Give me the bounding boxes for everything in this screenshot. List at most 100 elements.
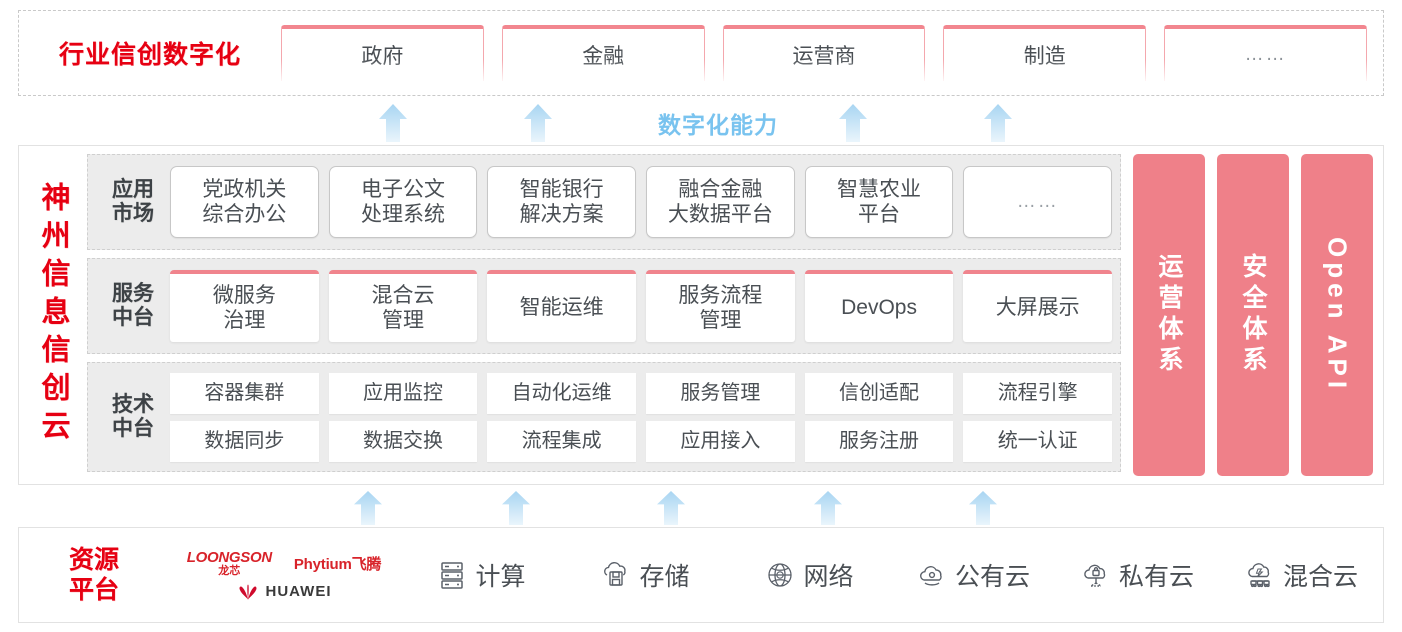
row-application-market: 应用 市场 党政机关 综合办公 电子公文 (87, 154, 1121, 250)
tech-card-container-cluster[interactable]: 容器集群 (170, 372, 319, 414)
platform-row-list: 应用 市场 党政机关 综合办公 电子公文 (87, 154, 1121, 476)
card-line1: 党政机关 (202, 177, 287, 201)
row-label-technical-platform: 技术 中台 (96, 393, 170, 442)
pillar-operations-system[interactable]: 运营体系 (1133, 154, 1205, 476)
resource-item-storage[interactable]: 存储 (563, 557, 727, 593)
resource-item-hybrid-cloud[interactable]: 混合云 (1219, 557, 1383, 593)
app-card-more[interactable]: …… (963, 166, 1113, 238)
huawei-flower-icon (237, 584, 259, 600)
card-line2: 解决方案 (519, 203, 604, 226)
service-card-bigscreen-display[interactable]: 大屏展示 (963, 270, 1113, 342)
resource-item-private-cloud[interactable]: 私有云 (1055, 557, 1219, 593)
card-line1: 智能银行 (519, 177, 604, 201)
industry-card-label: 运营商 (792, 45, 856, 68)
resource-platform-container: 资源 平台 LOONGSON 龙芯 Phytium飞腾 (18, 527, 1384, 623)
card-line2: 平台 (858, 203, 901, 226)
service-card-hybrid-cloud-mgmt[interactable]: 混合云 管理 (328, 270, 478, 342)
resource-item-label: 存储 (639, 563, 690, 591)
tech-card-service-management[interactable]: 服务管理 (646, 372, 795, 414)
up-arrow-icon (518, 104, 558, 142)
loongson-logo: LOONGSON 龙芯 (187, 550, 272, 577)
industry-card-manufacturing[interactable]: 制造 (943, 25, 1147, 81)
app-card-finance-bigdata[interactable]: 融合金融 大数据平台 (646, 166, 795, 238)
vendor-logo-line-2: HUAWEI (237, 583, 332, 600)
card-line1: 融合金融 (678, 177, 763, 201)
up-arrow-icon (833, 104, 873, 142)
technical-card-line-2: 数据同步 数据交换 流程集成 应用接入 服务注册 统一认证 (170, 420, 1113, 462)
tech-card-automated-ops[interactable]: 自动化运维 (487, 372, 637, 414)
loongson-logo-cn: 龙芯 (218, 565, 241, 577)
pillar-label: Open API (1322, 236, 1353, 394)
platform-title-text: 神州信息信创云 (37, 182, 69, 448)
card-line2: 大数据平台 (667, 203, 773, 226)
platform-title: 神州信息信创云 (19, 146, 87, 484)
row-label-line1: 应用 (112, 177, 154, 201)
pillar-list: 运营体系 安全体系 Open API (1121, 154, 1373, 476)
up-arrow-icon (808, 491, 848, 525)
loongson-logo-en: LOONGSON (186, 549, 272, 566)
resource-item-list: 计算 存储 (399, 557, 1383, 593)
resource-title-line1: 资源 (68, 545, 119, 574)
up-arrow-icon (963, 491, 1003, 525)
cloud-storage-icon (600, 559, 632, 591)
resource-item-label: 混合云 (1282, 563, 1358, 591)
tech-card-app-monitoring[interactable]: 应用监控 (328, 372, 478, 414)
technical-card-list: 容器集群 应用监控 自动化运维 服务管理 信创适配 流程引擎 数据同步 数据交换… (170, 372, 1113, 462)
up-arrow-icon (348, 491, 388, 525)
app-card-government-office[interactable]: 党政机关 综合办公 (170, 166, 319, 238)
row-label-line2: 中台 (112, 306, 154, 329)
tech-card-data-exchange[interactable]: 数据交换 (328, 420, 478, 462)
industry-card-finance[interactable]: 金融 (501, 25, 705, 81)
up-arrow-icon (978, 104, 1018, 142)
service-card-service-process-mgmt[interactable]: 服务流程 管理 (646, 270, 795, 342)
tech-card-service-registry[interactable]: 服务注册 (804, 420, 954, 462)
industry-card-government[interactable]: 政府 (281, 25, 484, 81)
application-card-list: 党政机关 综合办公 电子公文 处理系统 智能银行 (170, 166, 1113, 238)
industry-card-label: 制造 (1023, 45, 1066, 68)
capability-arrow-band-top: 数字化能力 (18, 100, 1384, 142)
app-card-smart-agriculture[interactable]: 智慧农业 平台 (804, 166, 954, 238)
resource-item-network[interactable]: 网络 (727, 557, 891, 593)
row-label-service-platform: 服务 中台 (96, 282, 170, 331)
industry-card-label: …… (1244, 44, 1287, 65)
platform-body: 应用 市场 党政机关 综合办公 电子公文 (87, 146, 1383, 484)
resource-item-public-cloud[interactable]: 公有云 (891, 557, 1055, 593)
tech-card-data-sync[interactable]: 数据同步 (170, 420, 319, 462)
card-line2: 治理 (223, 309, 266, 332)
app-card-edoc-system[interactable]: 电子公文 处理系统 (328, 166, 478, 238)
row-label-line2: 市场 (112, 202, 154, 225)
industry-band: 行业信创数字化 政府 金融 运营商 制造 …… (18, 10, 1384, 96)
service-card-list: 微服务 治理 混合云 管理 智能运维 (170, 270, 1113, 342)
card-line1: …… (1016, 190, 1059, 212)
industry-card-label: 政府 (361, 45, 404, 68)
row-technical-platform: 技术 中台 容器集群 应用监控 自动化运维 服务管理 信创适配 流程引擎 (87, 362, 1121, 472)
card-line1: 电子公文 (361, 177, 445, 201)
resource-item-compute[interactable]: 计算 (399, 557, 563, 593)
up-arrow-icon (496, 491, 536, 525)
row-label-line2: 中台 (112, 417, 154, 440)
pillar-open-api[interactable]: Open API (1301, 154, 1373, 476)
tech-card-process-engine[interactable]: 流程引擎 (963, 372, 1113, 414)
platform-container: 神州信息信创云 应用 市场 党政机关 综合办公 (18, 145, 1384, 485)
huawei-logo-text: HUAWEI (265, 583, 332, 600)
industry-card-more[interactable]: …… (1164, 25, 1367, 81)
service-card-microservice-governance[interactable]: 微服务 治理 (170, 270, 319, 342)
row-label-line1: 技术 (112, 392, 154, 416)
card-line2: 综合办公 (202, 203, 287, 226)
tech-card-unified-auth[interactable]: 统一认证 (963, 420, 1113, 462)
service-card-devops[interactable]: DevOps (804, 270, 954, 342)
pillar-security-system[interactable]: 安全体系 (1217, 154, 1289, 476)
capability-label: 数字化能力 (658, 112, 778, 138)
tech-card-xinchuang-adaptation[interactable]: 信创适配 (804, 372, 954, 414)
app-card-smart-bank[interactable]: 智能银行 解决方案 (487, 166, 637, 238)
card-line1: DevOps (841, 296, 917, 320)
tech-card-app-access[interactable]: 应用接入 (646, 420, 795, 462)
capability-arrow-band-bottom (18, 489, 1384, 525)
service-card-aiops[interactable]: 智能运维 (487, 270, 637, 342)
pillar-label: 安全体系 (1239, 253, 1267, 377)
phytium-logo: Phytium飞腾 (293, 556, 382, 573)
resource-item-label: 网络 (803, 563, 854, 591)
industry-card-carrier[interactable]: 运营商 (722, 25, 926, 81)
tech-card-process-integration[interactable]: 流程集成 (487, 420, 637, 462)
